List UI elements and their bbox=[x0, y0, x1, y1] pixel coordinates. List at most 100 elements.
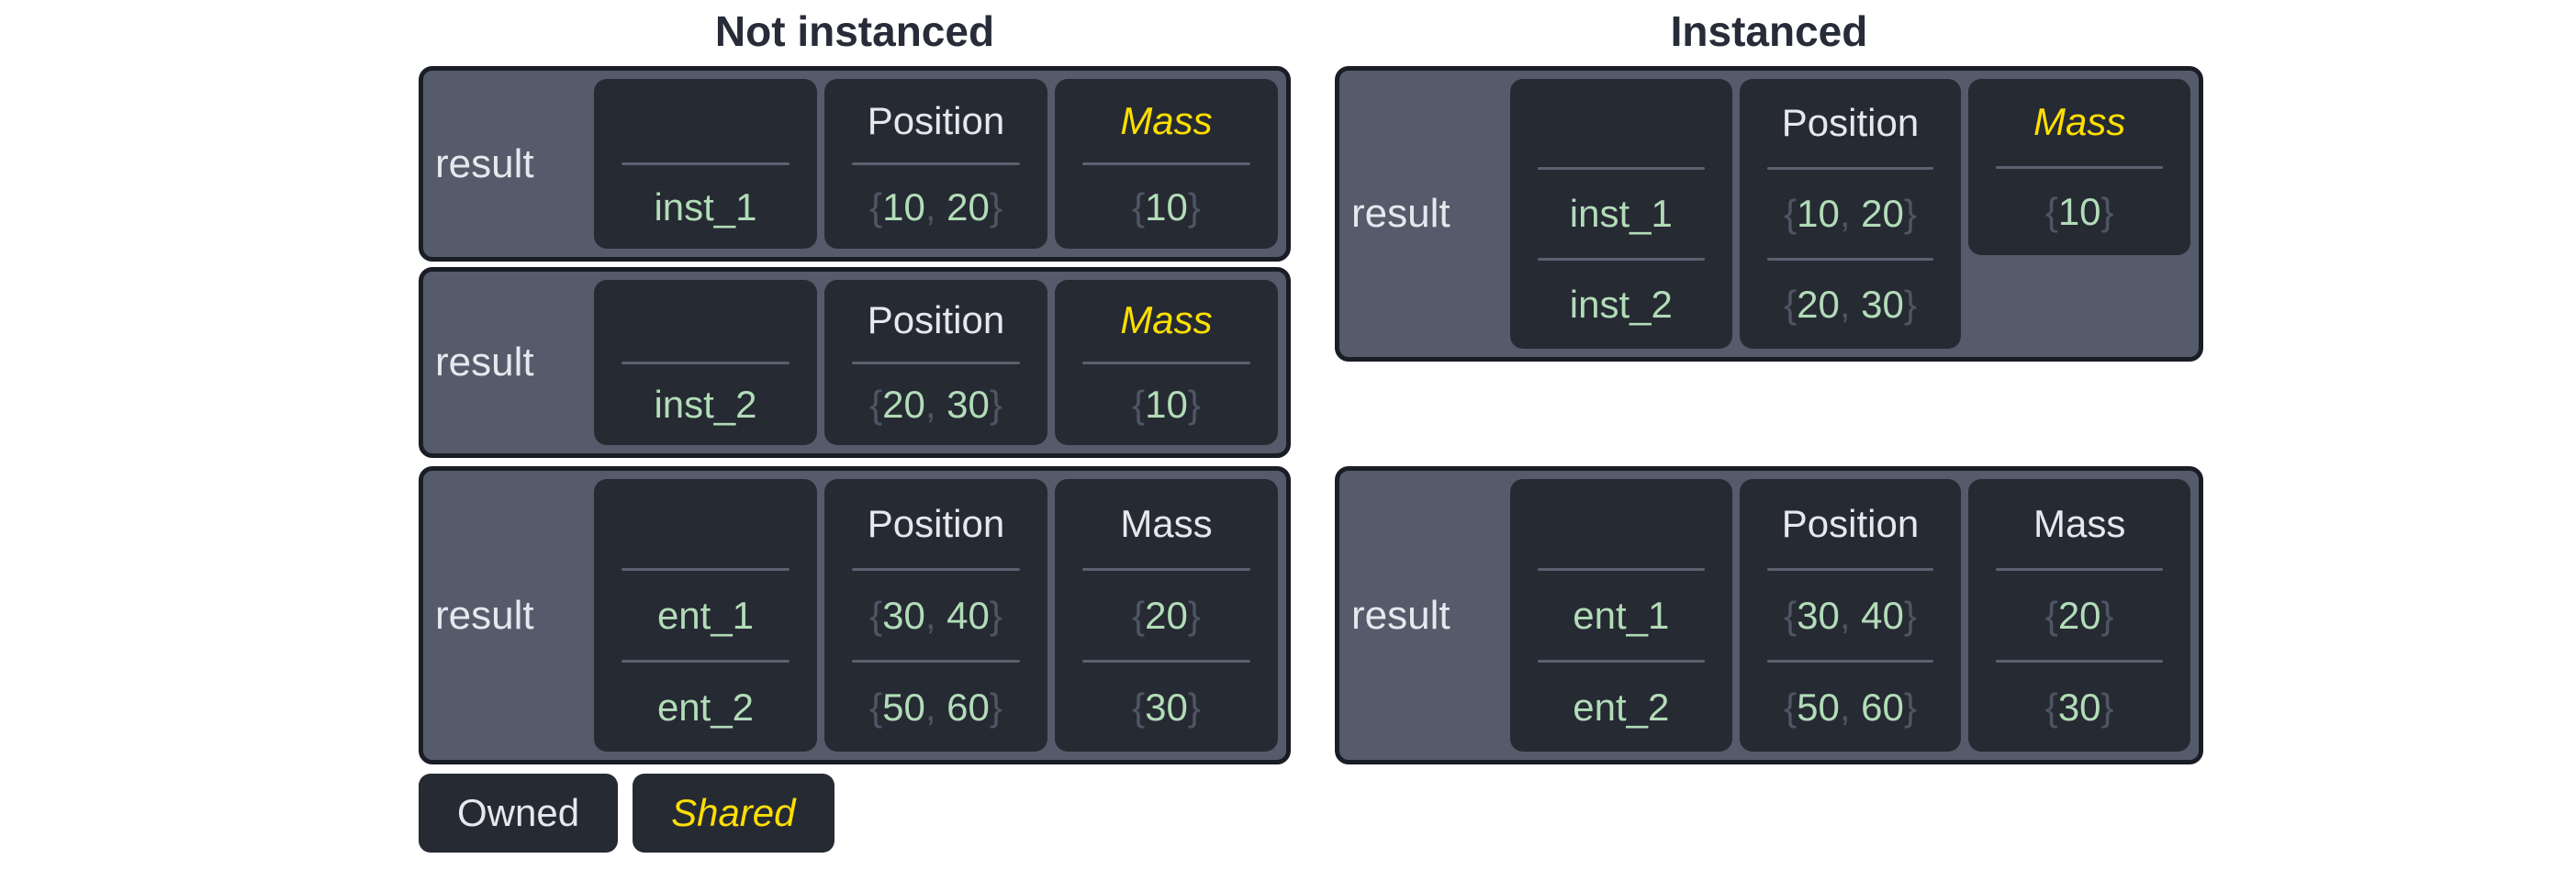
position-header: Position bbox=[1781, 101, 1920, 144]
comma: , bbox=[1839, 283, 1862, 326]
divider bbox=[852, 660, 1020, 663]
columns: inst_2 Position {20, 30} Mass {10} bbox=[594, 272, 1286, 453]
mass-column: Mass {20} {30} bbox=[1055, 479, 1278, 752]
entity-column-header bbox=[1510, 79, 1732, 167]
position-header: Position bbox=[1781, 501, 1920, 545]
value-y: 60 bbox=[1861, 685, 1904, 729]
mass-header-shared: Mass bbox=[1120, 298, 1213, 342]
position-column: Position {10, 20} {20, 30} bbox=[1739, 79, 1962, 349]
value-x: 20 bbox=[1797, 283, 1840, 326]
legend: Owned Shared bbox=[419, 774, 834, 853]
value: 30 bbox=[2057, 685, 2101, 729]
mass-value: {10} bbox=[1055, 165, 1278, 249]
position-header: Position bbox=[867, 501, 1005, 545]
divider bbox=[1082, 162, 1250, 165]
value: 20 bbox=[2057, 593, 2101, 637]
close-brace: } bbox=[1187, 593, 1201, 637]
divider bbox=[622, 568, 790, 571]
close-brace: } bbox=[1903, 192, 1917, 235]
result-box-instanced-1: result inst_1 inst_2 Position {10, 20} {… bbox=[1335, 66, 2203, 362]
entity-name: inst_1 bbox=[1569, 192, 1673, 235]
divider bbox=[1538, 258, 1705, 261]
value-x: 30 bbox=[1797, 593, 1840, 637]
open-brace: { bbox=[1132, 382, 1146, 426]
divider bbox=[852, 361, 1020, 364]
close-brace: } bbox=[989, 382, 1002, 426]
position-value: {20, 30} bbox=[824, 364, 1047, 446]
close-brace: } bbox=[1187, 382, 1201, 426]
mass-value: {30} bbox=[1055, 663, 1278, 752]
open-brace: { bbox=[869, 184, 883, 229]
columns: inst_1 inst_2 Position {10, 20} {20, 30}… bbox=[1510, 71, 2199, 357]
divider bbox=[852, 568, 1020, 571]
mass-value: {10} bbox=[1968, 169, 2190, 256]
close-brace: } bbox=[1903, 685, 1917, 729]
close-brace: } bbox=[1187, 685, 1201, 729]
position-column: Position {20, 30} bbox=[824, 280, 1047, 445]
entity-name: ent_1 bbox=[1573, 593, 1670, 637]
value-x: 50 bbox=[1797, 685, 1840, 729]
result-label: result bbox=[435, 340, 534, 385]
value: 10 bbox=[1145, 184, 1188, 229]
comma: , bbox=[924, 685, 947, 729]
open-brace: { bbox=[1132, 685, 1146, 729]
entity-name: inst_2 bbox=[1569, 283, 1673, 326]
mass-column-shared-single: Mass {10} bbox=[1968, 79, 2191, 256]
entity-column-header bbox=[594, 479, 817, 568]
value-x: 30 bbox=[882, 593, 925, 637]
close-brace: } bbox=[989, 593, 1002, 637]
mass-value: {20} bbox=[1055, 571, 1278, 660]
open-brace: { bbox=[2044, 593, 2058, 637]
open-brace: { bbox=[2044, 189, 2058, 233]
divider bbox=[1538, 568, 1705, 571]
divider bbox=[1766, 568, 1934, 571]
entity-name: ent_1 bbox=[656, 593, 755, 637]
close-brace: } bbox=[2100, 685, 2114, 729]
divider bbox=[1538, 660, 1705, 663]
position-value: {30, 40} bbox=[1740, 571, 1962, 660]
divider bbox=[852, 162, 1020, 165]
value-x: 10 bbox=[1797, 192, 1840, 235]
entity-column: inst_1 bbox=[594, 79, 817, 249]
position-column: Position {30, 40} {50, 60} bbox=[1739, 479, 1962, 752]
open-brace: { bbox=[2044, 685, 2058, 729]
entity-column-header bbox=[594, 280, 817, 362]
value-y: 30 bbox=[1861, 283, 1904, 326]
value: 20 bbox=[1145, 593, 1188, 637]
open-brace: { bbox=[869, 685, 883, 729]
value-y: 20 bbox=[946, 184, 990, 229]
value: 30 bbox=[1145, 685, 1188, 729]
value-y: 30 bbox=[946, 382, 990, 426]
divider bbox=[1996, 165, 2164, 169]
position-header: Position bbox=[867, 98, 1005, 142]
divider bbox=[1082, 568, 1250, 571]
mass-column: Mass {10} bbox=[1055, 79, 1278, 249]
close-brace: } bbox=[1903, 593, 1917, 637]
open-brace: { bbox=[1784, 593, 1798, 637]
position-column: Position {30, 40} {50, 60} bbox=[824, 479, 1047, 752]
comma: , bbox=[1839, 685, 1862, 729]
divider bbox=[1082, 361, 1250, 364]
entity-name: inst_1 bbox=[654, 184, 757, 229]
position-value: {50, 60} bbox=[824, 663, 1047, 752]
position-header: Position bbox=[867, 298, 1005, 342]
mass-header-shared: Mass bbox=[2033, 100, 2126, 144]
value-y: 40 bbox=[946, 593, 990, 637]
mass-value: {10} bbox=[1055, 364, 1278, 446]
result-box-instanced-2: result ent_1 ent_2 Position {30, 40} {50… bbox=[1335, 466, 2203, 764]
close-brace: } bbox=[1187, 184, 1201, 229]
entity-name: ent_2 bbox=[1573, 685, 1670, 729]
value-y: 20 bbox=[1861, 192, 1904, 235]
legend-shared: Shared bbox=[633, 774, 834, 853]
comma: , bbox=[924, 184, 947, 229]
divider bbox=[1766, 167, 1934, 170]
comma: , bbox=[1839, 192, 1862, 235]
columns: inst_1 Position {10, 20} Mass {10} bbox=[594, 71, 1286, 257]
open-brace: { bbox=[869, 593, 883, 637]
open-brace: { bbox=[1784, 192, 1798, 235]
mass-column: Mass {10} bbox=[1055, 280, 1278, 445]
result-box-not-instanced-2: result inst_2 Position {20, 30} Mass {10… bbox=[419, 267, 1291, 458]
divider bbox=[1766, 660, 1934, 663]
mass-value: {30} bbox=[1968, 663, 2190, 752]
result-box-not-instanced-1: result inst_1 Position {10, 20} Mass {10… bbox=[419, 66, 1291, 262]
